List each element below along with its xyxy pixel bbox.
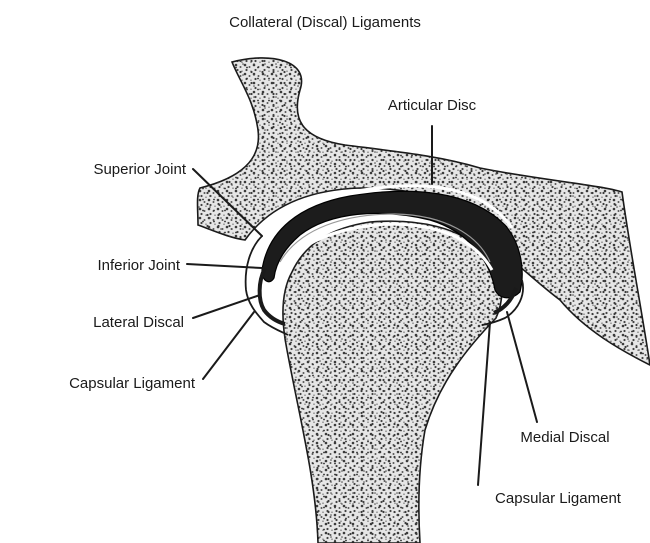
mandibular-condyle: [283, 221, 502, 543]
label-medial-discal: Medial Discal: [520, 429, 609, 446]
label-capsular-ligament-right: Capsular Ligament: [495, 490, 622, 507]
label-inferior-joint: Inferior Joint: [97, 257, 180, 274]
leader-inferior-joint: [187, 264, 262, 268]
leader-lateral-discal: [193, 295, 260, 318]
leader-capsular-ligament-left: [203, 312, 254, 379]
diagram-title: Collateral (Discal) Ligaments: [229, 14, 421, 31]
label-capsular-ligament-left: Capsular Ligament: [69, 375, 196, 392]
label-articular-disc: Articular Disc: [388, 97, 477, 114]
leader-capsular-ligament-right: [478, 322, 490, 485]
label-lateral-discal: Lateral Discal: [93, 314, 184, 331]
label-superior-joint: Superior Joint: [93, 161, 186, 178]
leader-medial-discal: [507, 312, 537, 422]
